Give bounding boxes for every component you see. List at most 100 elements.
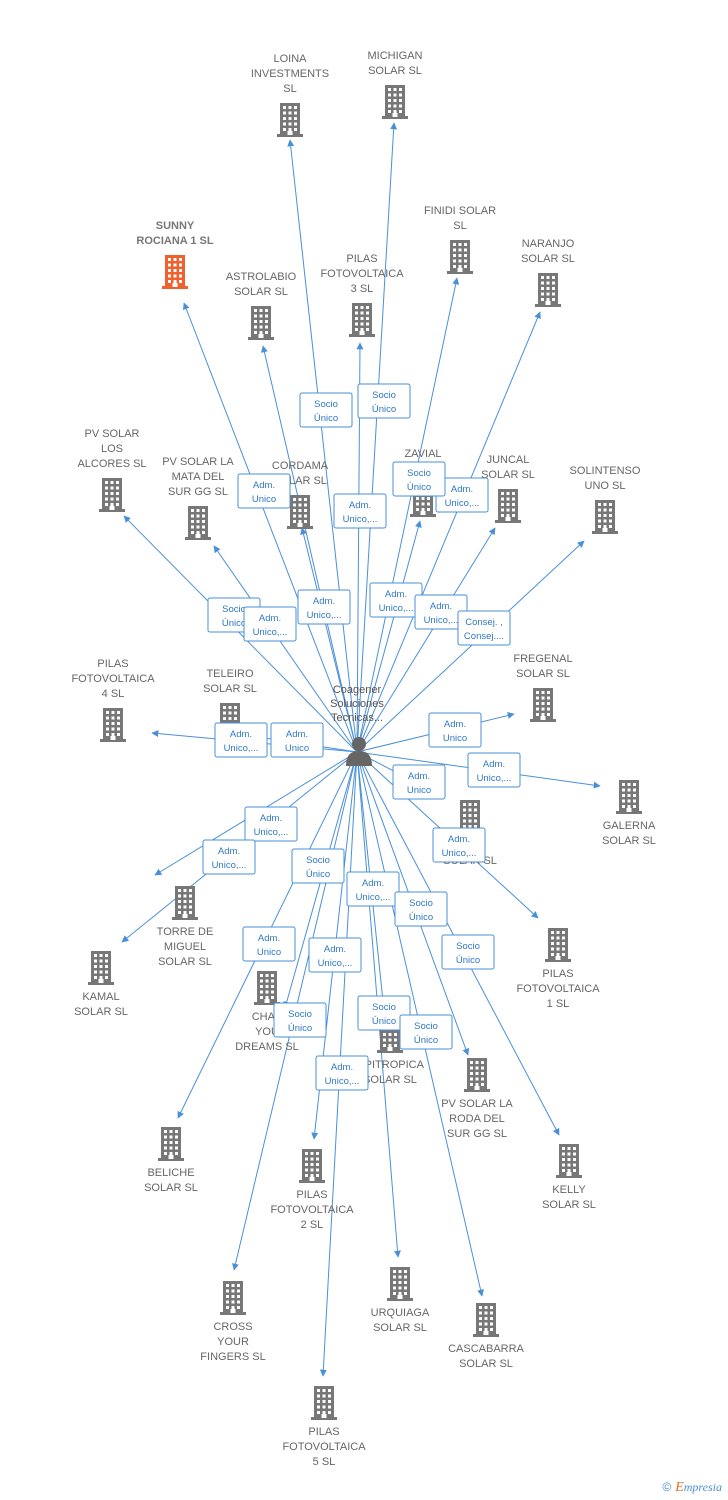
edge-label-text: Unico — [443, 733, 467, 744]
edge-label-text: Adm. — [385, 589, 407, 600]
edge-label-text: Unico,... — [356, 892, 391, 903]
edge-solintenso — [356, 540, 585, 753]
building-icon — [248, 306, 274, 340]
edge-label-text: Adm. — [230, 729, 252, 740]
edge-label-text: Adm. — [362, 878, 384, 889]
edge-label-kamal[interactable]: Adm.Unico,... — [202, 839, 256, 875]
edge-label-text: Adm. — [408, 771, 430, 782]
building-icon — [535, 273, 561, 307]
building-icon — [382, 85, 408, 119]
edge-label-text: Adm. — [259, 613, 281, 624]
building-icon — [311, 1386, 337, 1420]
edge-label-teleiro[interactable]: Adm.Unico — [270, 722, 324, 758]
edge-label-galerna[interactable]: Adm.Unico,... — [467, 752, 521, 788]
edge-label-text: Socio — [314, 399, 338, 410]
edge-label-pilas5[interactable]: Adm.Unico,... — [315, 1055, 369, 1091]
footer: ©Empresia — [662, 1480, 722, 1496]
building-icon — [530, 688, 556, 722]
edge-label-text: Adm. — [253, 480, 275, 491]
edge-finidi — [356, 277, 460, 753]
building-icon — [349, 303, 375, 337]
edge-label-text: Único — [372, 404, 396, 415]
edge-label-pilas1[interactable]: Adm.Unico,... — [432, 827, 486, 863]
edge-zavial — [356, 520, 422, 753]
edge-label-text: Unico,... — [307, 610, 342, 621]
edge-label-text: Socio — [222, 604, 246, 615]
building-icon — [254, 971, 280, 1005]
edge-label-text: Único — [306, 869, 330, 880]
edge-label-text: Adm. — [451, 484, 473, 495]
building-icon — [473, 1303, 499, 1337]
brand-logo-initial: E — [675, 1480, 684, 1495]
edge-label-text: Adm. — [430, 601, 452, 612]
edge-michigan — [356, 122, 398, 753]
edge-label-sunny[interactable]: Adm.Unico — [237, 473, 291, 509]
edge-label-text: Adm. — [331, 1062, 353, 1073]
edge-label-pilas2[interactable]: Adm.Unico,... — [308, 937, 362, 973]
edge-pvmata — [213, 545, 358, 753]
edge-label-juncal[interactable]: Adm.Unico,... — [414, 594, 468, 630]
edge-label-tropica[interactable]: Adm. Unico,... — [346, 871, 400, 907]
edge-label-torre[interactable]: Adm.Unico,... — [244, 806, 298, 842]
building-icon — [387, 1267, 413, 1301]
edge-label-hiddena[interactable]: Adm.Unico — [392, 764, 446, 800]
edge-label-solintenso[interactable]: Consej. ,Consej.... — [457, 610, 511, 646]
edge-label-beliche[interactable]: Adm.Unico — [242, 926, 296, 962]
edge-label-pilas3[interactable]: Adm.Unico,... — [369, 582, 423, 618]
edge-label-text: Unico — [285, 743, 309, 754]
edge-label-text: Consej.... — [464, 631, 504, 642]
edge-labels-layer: SocioÚnicoAdm.UnicoAdm.Unico,...Adm.Unic… — [202, 383, 521, 1091]
edge-label-finidi[interactable]: Adm.Unico,... — [333, 493, 387, 529]
edge-label-fregenal[interactable]: Adm.Unico — [428, 712, 482, 748]
edge-label-pilas4[interactable]: Adm.Unico,... — [214, 722, 268, 758]
edge-label-cordama[interactable]: Adm.Unico,... — [297, 589, 351, 625]
edge-label-pvmata[interactable]: Adm.Unico,... — [243, 606, 297, 642]
